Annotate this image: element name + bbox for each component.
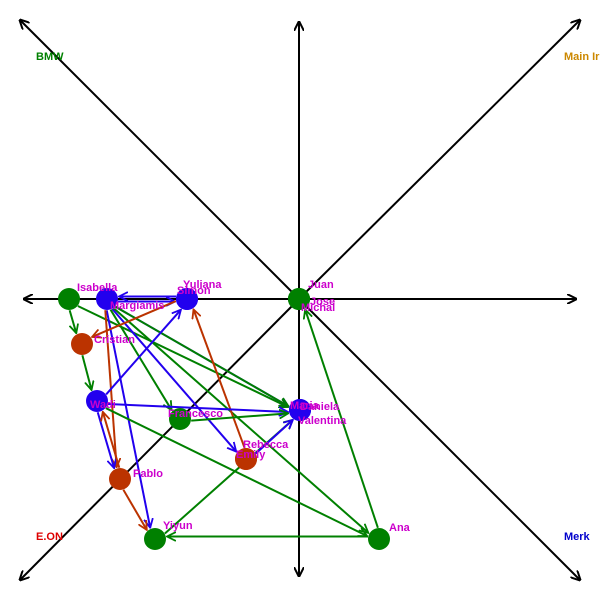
node-label-simon: Simon (177, 285, 211, 297)
edge-isabella-to-maria (77, 305, 288, 407)
node-label-margiamis: Margiamis (110, 300, 164, 312)
axis-diagonal-bottom-left (20, 298, 300, 580)
node-label-maria: Maria (290, 400, 320, 412)
node-yiyun[interactable] (144, 528, 166, 550)
node-label-emily: Emily (236, 449, 266, 461)
edge-cristian-to-wadi (81, 355, 91, 390)
node-label-valentina: Valentina (298, 415, 347, 427)
node-label-yiyun: Yiyun (163, 520, 193, 532)
node-wadi[interactable] (86, 390, 108, 412)
node-francesco[interactable] (169, 408, 191, 430)
edge-margiamis-to-francesco (109, 309, 172, 410)
edge-simon-to-cristian (92, 300, 177, 337)
edge-wadi-to-ana (105, 407, 367, 536)
edge-wadi-to-maria (107, 402, 288, 412)
edge-wadi-to-yuliana (105, 310, 181, 396)
node-ana[interactable] (368, 528, 390, 550)
node-label-rebecca: Rebecca (243, 439, 289, 451)
axis-diagonal-top-left (20, 20, 300, 300)
node-label-michal: Michal (301, 302, 335, 314)
axis-diagonal-bottom-right (298, 298, 580, 580)
edge-margiamis-to-ana (112, 307, 369, 533)
node-label-wadi: Wadi (90, 399, 116, 411)
node-label-daniela: Daniela (300, 401, 340, 413)
nodes (58, 288, 390, 550)
node-yuliana[interactable] (176, 288, 198, 310)
node-isabella[interactable] (58, 288, 80, 310)
node-emily[interactable] (235, 448, 257, 470)
corner-label-bmw: BMW (36, 51, 64, 63)
edge-ana-to-michal (305, 310, 379, 529)
edge-rebecca-to-yuliana (193, 309, 246, 449)
axes (20, 20, 580, 580)
node-label-yuliana: Yuliana (183, 279, 222, 291)
corner-label-merk: Merk (564, 531, 591, 543)
axis-diagonal-top-right (298, 20, 580, 300)
node-label-pablo: Pablo (133, 468, 163, 480)
edge-pablo-to-wadi (103, 412, 121, 469)
edges (68, 297, 379, 537)
edge-margiamis-to-valentina (114, 305, 288, 407)
node-label-jose: Jose (310, 296, 335, 308)
node-valentina[interactable] (289, 399, 311, 421)
node-label-cristian: Cristian (94, 334, 135, 346)
corner-label-eon: E.ON (36, 531, 63, 543)
node-label-francesco: Francesco (168, 408, 223, 420)
edge-pablo-to-yiyun (122, 489, 146, 530)
node-label-juan: Juan (308, 279, 334, 291)
edge-emily-to-valentina (255, 420, 293, 455)
node-label-isabella: Isabella (77, 282, 118, 294)
edge-margiamis-to-emily (111, 308, 236, 452)
edge-isabella-to-cristian (68, 309, 77, 333)
node-cristian[interactable] (71, 333, 93, 355)
edge-francesco-to-maria (191, 413, 288, 422)
corner-label-main: Main Ir (564, 51, 600, 63)
node-michal[interactable] (288, 288, 310, 310)
node-label-ana: Ana (389, 522, 411, 534)
node-pablo[interactable] (109, 468, 131, 490)
node-margiamis[interactable] (96, 288, 118, 310)
